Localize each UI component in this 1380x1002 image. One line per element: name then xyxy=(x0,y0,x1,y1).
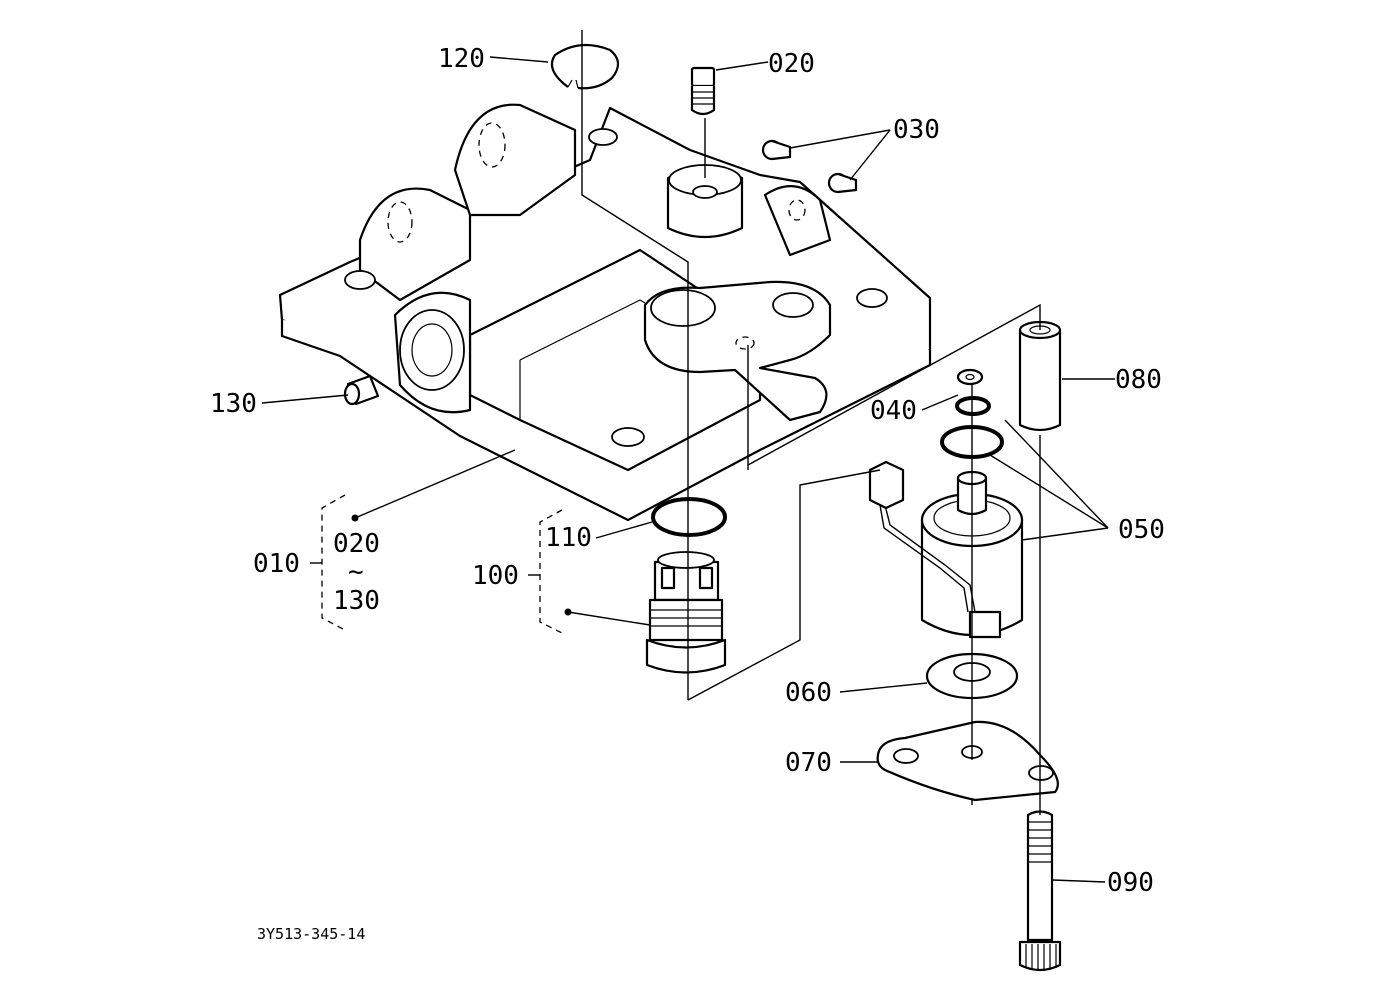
flange-070 xyxy=(876,720,1059,802)
callout-030: 030 xyxy=(893,115,940,145)
assembly-lines xyxy=(581,30,1041,815)
solenoid xyxy=(868,460,1024,639)
group-010-range-end: 130 xyxy=(333,586,380,616)
callout-130: 130 xyxy=(210,389,257,419)
set-screw-130 xyxy=(343,374,380,406)
callout-100: 100 xyxy=(472,561,519,591)
o-ring-050-small xyxy=(955,396,991,416)
o-ring-110 xyxy=(651,497,727,537)
callout-040: 040 xyxy=(870,396,917,426)
leader-lines xyxy=(261,56,1115,883)
valve-100 xyxy=(645,551,727,674)
drawing-code: 3Y513-345-14 xyxy=(257,925,365,943)
callout-020: 020 xyxy=(768,49,815,79)
group-dot-100 xyxy=(564,608,572,616)
group-dot-010 xyxy=(351,514,359,522)
washer-040 xyxy=(956,368,984,386)
sleeve-080 xyxy=(1018,320,1062,432)
bolt-090 xyxy=(1018,810,1062,972)
callout-070: 070 xyxy=(785,748,832,778)
callout-050: 050 xyxy=(1118,515,1165,545)
housing-body xyxy=(278,103,932,522)
callout-090: 090 xyxy=(1107,868,1154,898)
callout-110: 110 xyxy=(545,523,592,553)
group-010-range-start: 020 xyxy=(333,529,380,559)
snap-ring-120 xyxy=(550,43,620,90)
callout-060: 060 xyxy=(785,678,832,708)
plug-020 xyxy=(690,66,716,116)
bracket-100 xyxy=(539,509,563,634)
callout-010: 010 xyxy=(253,549,300,579)
callout-080: 080 xyxy=(1115,365,1162,395)
group-010-range-sep: ~ xyxy=(348,557,364,587)
callout-120: 120 xyxy=(438,44,485,74)
